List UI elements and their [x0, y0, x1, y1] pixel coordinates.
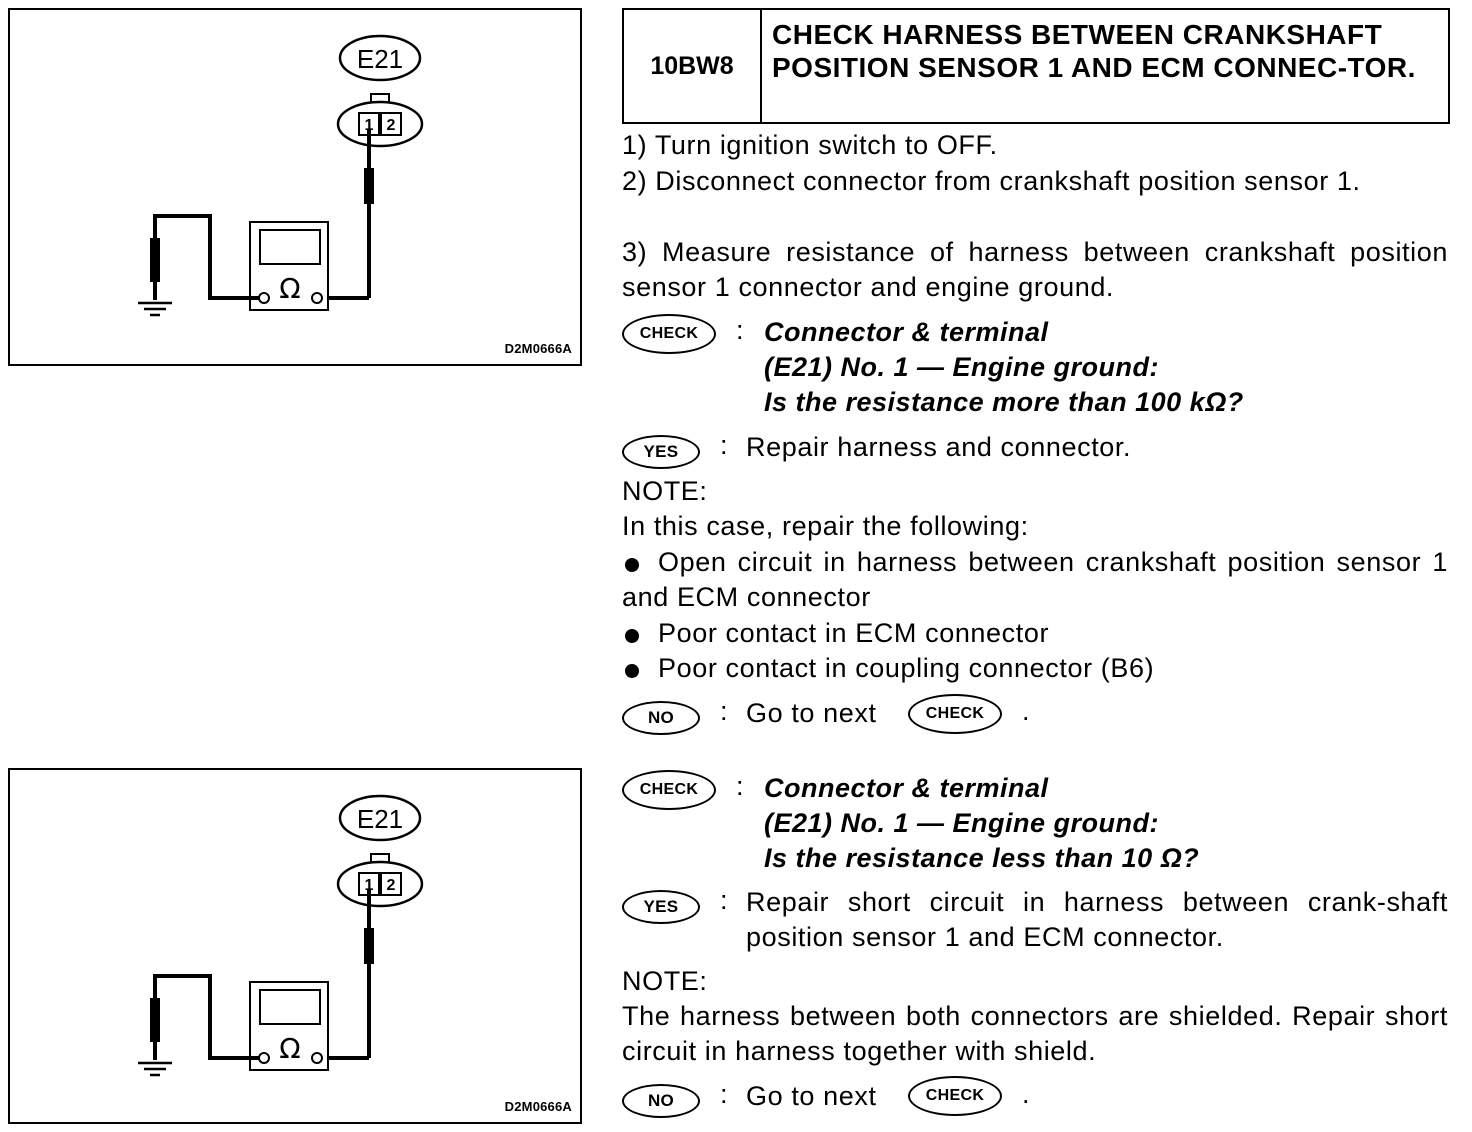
check-badge: CHECK [622, 314, 716, 354]
meter-terminal-left [258, 1052, 270, 1064]
probe-lead-left [153, 974, 259, 1060]
connector-label-oval [338, 794, 422, 842]
instruction-3: 3) Measure resistance of harness between… [622, 237, 1448, 302]
pin-2-box [380, 872, 402, 896]
note-bullet-3: Poor contact in coupling connector (B6) [658, 653, 1155, 683]
check-colon: : [736, 771, 744, 801]
check1-question: Is the resistance more than 100 kΩ? [764, 387, 1244, 417]
instruction-1: 1) Turn ignition switch to OFF. [622, 130, 998, 160]
no-colon: : [720, 1079, 728, 1109]
check1-yes-action: Repair harness and connector. [746, 432, 1132, 462]
next-check-badge: CHECK [908, 694, 1002, 734]
step-header: 10BW8 CHECK HARNESS BETWEEN CRANKSHAFT P… [622, 8, 1450, 124]
meter-terminal-right [311, 1052, 323, 1064]
pin-2-box [380, 112, 402, 136]
ohm-symbol: Ω [279, 1032, 300, 1065]
meter-terminal-left [258, 292, 270, 304]
step-title: CHECK HARNESS BETWEEN CRANKSHAFT POSITIO… [772, 19, 1416, 83]
note-label: NOTE: [622, 966, 708, 996]
probe-tip-left [150, 998, 160, 1042]
check1-no-action: Go to next [746, 698, 877, 728]
note-label: NOTE: [622, 476, 708, 506]
note-bullet-2: Poor contact in ECM connector [658, 618, 1050, 648]
wiring-diagram-1: E21 1 2 Ω D2M0666A [8, 8, 582, 366]
connector-label: E21 [357, 44, 403, 74]
circuit-drawing: E21 1 2 Ω [138, 794, 424, 1077]
no-badge: NO [622, 701, 700, 735]
probe-tip-right [364, 168, 374, 204]
check2-line2: (E21) No. 1 — Engine ground: [764, 808, 1160, 838]
figure-code: D2M0666A [504, 1099, 572, 1114]
instruction-2: 2) Disconnect connector from crankshaft … [622, 166, 1361, 196]
ohm-symbol: Ω [279, 272, 300, 305]
yes-colon: : [720, 430, 728, 460]
check2-yes-action: Repair short circuit in harness between … [746, 887, 1448, 952]
bullet-icon [625, 558, 639, 572]
probe-tip-left [150, 238, 160, 282]
period: . [1022, 696, 1030, 726]
check2-line1: Connector & terminal [764, 773, 1049, 803]
probe-tip-right [364, 928, 374, 964]
check2-question: Is the resistance less than 10 Ω? [764, 843, 1200, 873]
pin-2-label: 2 [387, 117, 396, 134]
ohmmeter-display [259, 989, 321, 1025]
next-check-badge: CHECK [908, 1076, 1002, 1116]
pin-2-label: 2 [387, 877, 396, 894]
bullet-icon [625, 629, 639, 643]
wiring-diagram-2: E21 1 2 Ω D2M0666A [8, 768, 582, 1124]
probe-lead-left [153, 214, 259, 300]
ohmmeter-display [259, 229, 321, 265]
no-badge: NO [622, 1084, 700, 1118]
no-colon: : [720, 696, 728, 726]
step-code: 10BW8 [624, 10, 762, 122]
connector-label-oval [338, 34, 422, 82]
note-text: The harness between both connectors are … [622, 1001, 1448, 1066]
yes-colon: : [720, 885, 728, 915]
note-intro: In this case, repair the following: [622, 511, 1029, 541]
connector-label: E21 [357, 804, 403, 834]
yes-badge: YES [622, 435, 700, 469]
check-badge: CHECK [622, 770, 716, 810]
bullet-icon [625, 664, 639, 678]
period: . [1022, 1079, 1030, 1109]
pin-1-label: 1 [365, 117, 374, 134]
check1-line2: (E21) No. 1 — Engine ground: [764, 352, 1160, 382]
note-bullet-1: Open circuit in harness between cranksha… [622, 547, 1448, 612]
pin-1-label: 1 [365, 877, 374, 894]
check2-no-action: Go to next [746, 1081, 877, 1111]
figure-code: D2M0666A [504, 341, 572, 356]
check-colon: : [736, 315, 744, 345]
yes-badge: YES [622, 890, 700, 924]
check1-line1: Connector & terminal [764, 317, 1049, 347]
circuit-drawing: E21 1 2 Ω [138, 34, 424, 317]
meter-terminal-right [311, 292, 323, 304]
